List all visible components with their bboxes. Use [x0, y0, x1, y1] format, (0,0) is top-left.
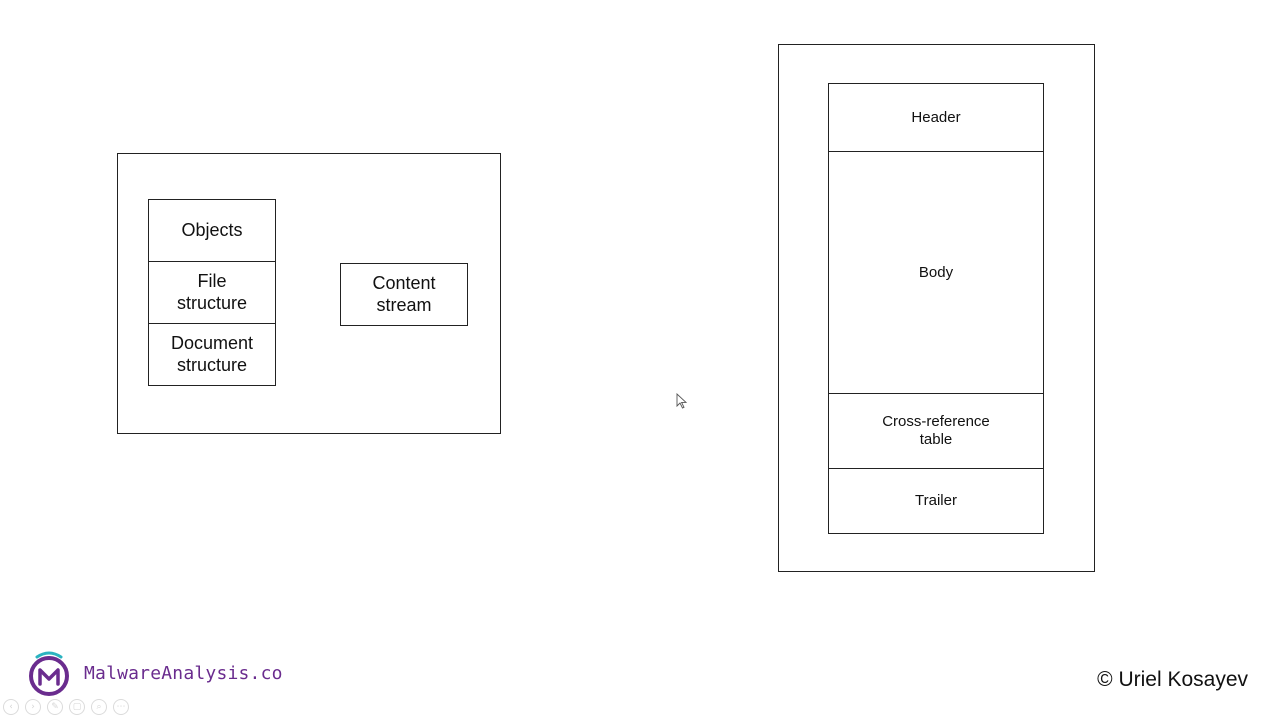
body-label: Body [918, 263, 954, 281]
next-icon[interactable]: › [25, 699, 41, 715]
pdf-components-stack: Objects File structure Document structur… [148, 199, 277, 387]
pdf-file-sections: Header Body Cross-reference table Traile… [828, 83, 1045, 534]
cross-reference-table-label: Cross-reference table [882, 413, 990, 448]
cross-reference-table-section: Cross-reference table [828, 393, 1044, 469]
file-structure-block: File structure [148, 261, 276, 324]
pen-icon[interactable]: ✎ [47, 699, 63, 715]
trailer-section: Trailer [828, 468, 1044, 534]
objects-label: Objects [181, 219, 243, 240]
document-structure-label: Document structure [170, 332, 254, 375]
more-icon[interactable]: ⋯ [113, 699, 129, 715]
brand-lockup: MalwareAnalysis.co [24, 648, 283, 698]
objects-block: Objects [148, 199, 276, 262]
slides-icon[interactable]: ▢ [69, 699, 85, 715]
header-section: Header [828, 83, 1044, 152]
previous-icon[interactable]: ‹ [3, 699, 19, 715]
zoom-icon[interactable]: ⌕ [91, 699, 107, 715]
trailer-label: Trailer [915, 492, 957, 509]
copyright-notice: © Uriel Kosayev [1097, 668, 1248, 691]
malware-analysis-logo-icon [29, 651, 69, 696]
header-label: Header [911, 108, 961, 126]
mouse-pointer-icon [676, 393, 688, 409]
slide-player-controls: ‹ › ✎ ▢ ⌕ ⋯ [3, 699, 129, 715]
brand-name: MalwareAnalysis.co [84, 662, 283, 684]
content-stream-label: Content stream [372, 272, 436, 315]
file-structure-label: File structure [176, 270, 248, 313]
body-section: Body [828, 151, 1044, 394]
content-stream-block: Content stream [340, 263, 468, 326]
document-structure-block: Document structure [148, 323, 276, 386]
